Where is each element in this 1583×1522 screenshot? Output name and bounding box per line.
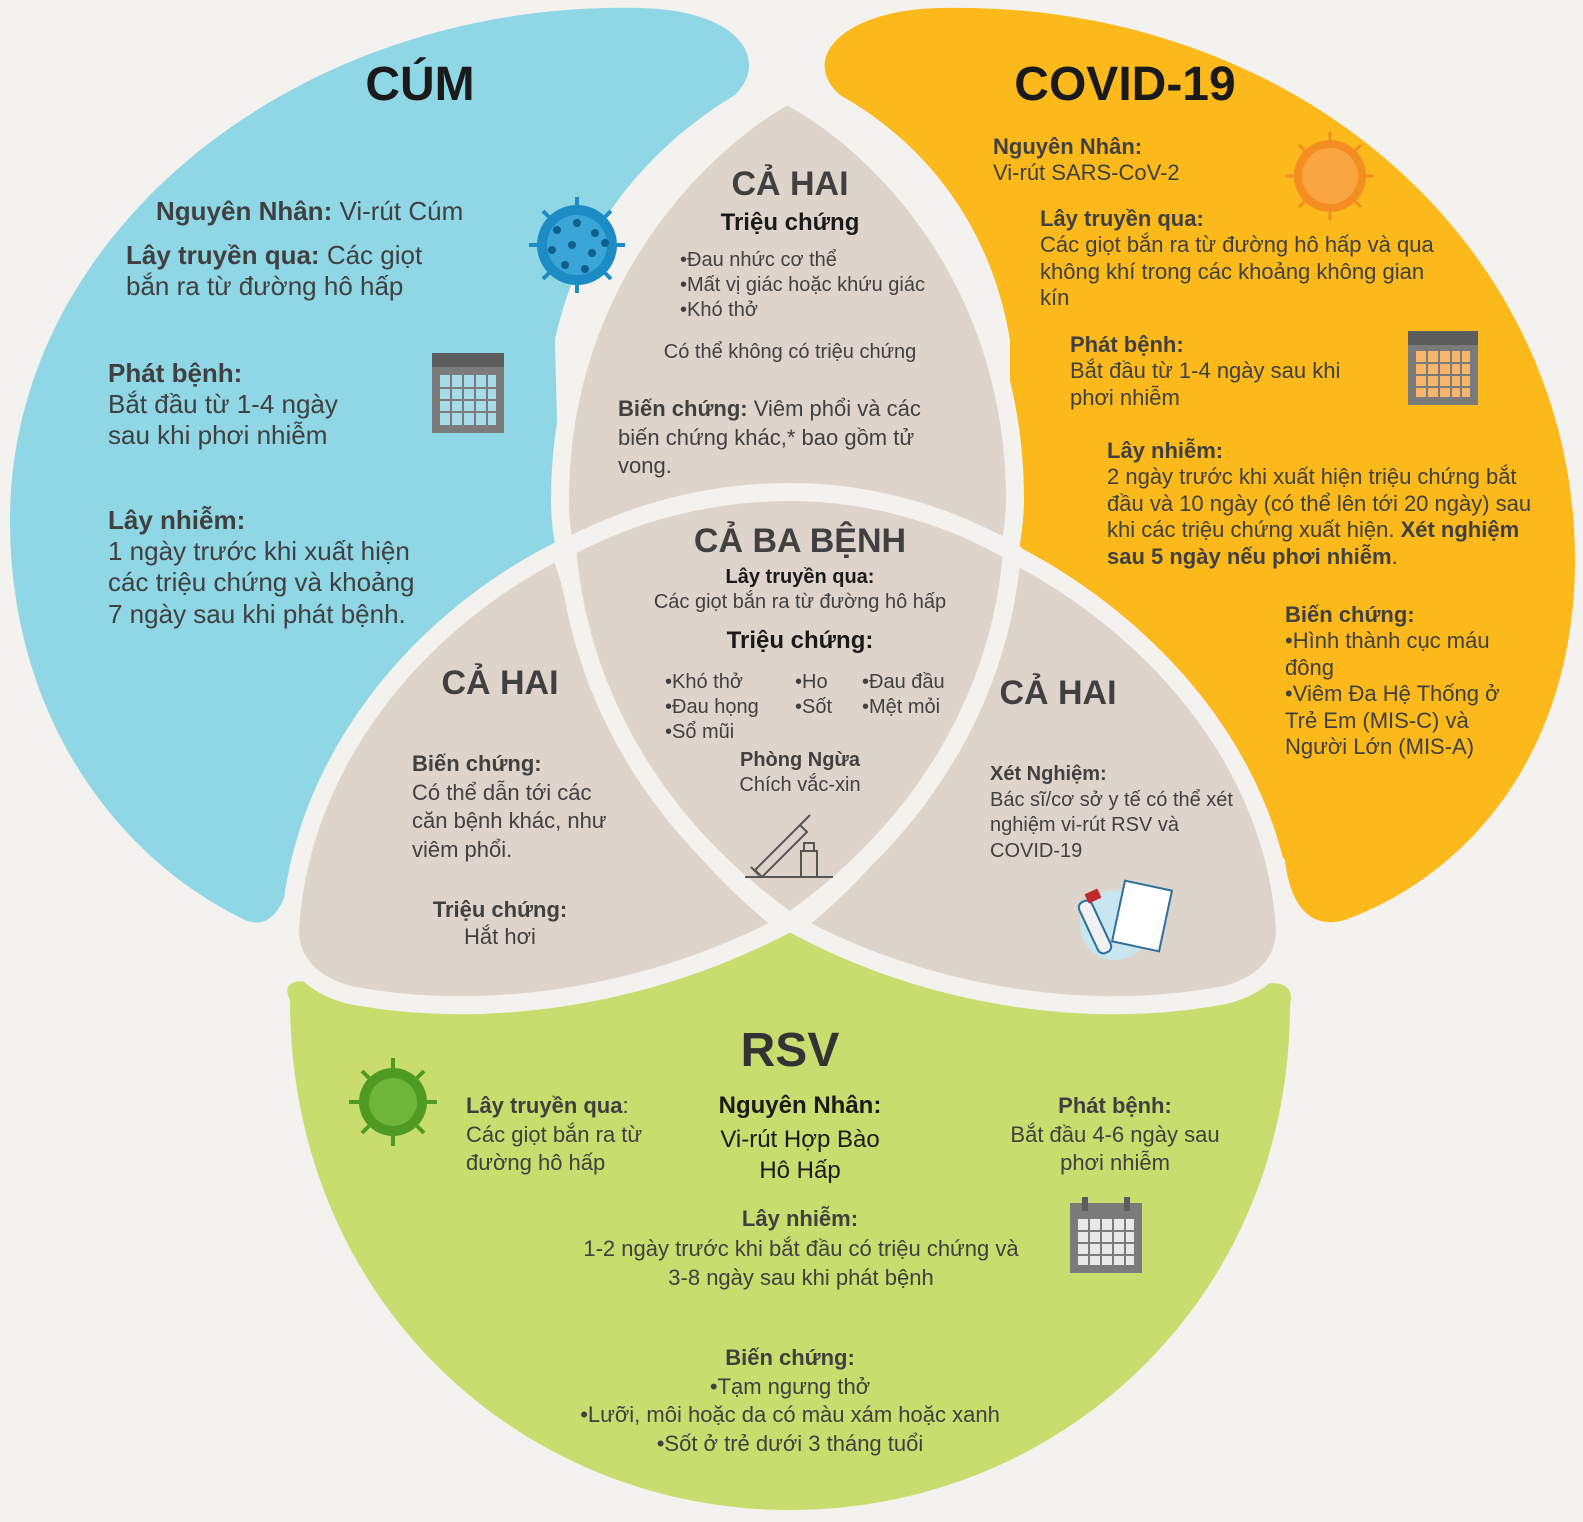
flu-rsv-complications-label: Biến chứng: (412, 751, 542, 776)
virus-icon (529, 197, 625, 293)
flu-transmission-value: Các giọt bắn ra từ đường hô hấp (126, 240, 423, 302)
flu-rsv-title: CẢ HAI (441, 664, 559, 702)
flu-contagious-label: Lây nhiễm: (108, 505, 246, 535)
flu-transmission-label: Lây truyền qua: (126, 240, 320, 270)
all-three-symptom-col1: •Khó thở •Đau họng •Sổ mũi (665, 670, 795, 745)
rsv-complication-item: •Tạm ngưng thở (709, 1373, 871, 1399)
flu-covid-complications-label: Biến chứng: (618, 396, 748, 421)
covid-complications: Biến chứng: •Hình thành cục máu đông •Vi… (1285, 602, 1505, 760)
virus-icon (1286, 132, 1374, 220)
rsv-cause-label: Nguyên Nhân: (718, 1092, 882, 1119)
rsv-onset: Phát bệnh: Bắt đầu 4-6 ngày sau phơi nhiễ… (990, 1092, 1240, 1178)
covid-complication-item: •Hình thành cục máu đông (1285, 628, 1490, 680)
rsv-region (287, 930, 1291, 1510)
rsv-complication-item: •Lưỡi, môi hoặc da có màu xám hoặc xanh (580, 1402, 1000, 1428)
rsv-title: RSV (740, 1024, 840, 1077)
rsv-complications: Biến chứng: •Tạm ngưng thở •Lưỡi, môi ho… (540, 1344, 1040, 1458)
flu-rsv-complications-value: Có thể dẫn tới các căn bệnh khác, như vi… (412, 779, 607, 862)
covid-complication-item: •Viêm Đa Hệ Thống ở Trẻ Em (MIS-C) và Ng… (1285, 681, 1500, 759)
all-three-symptom-col3: •Đau đầu •Mệt mỏi (862, 670, 972, 720)
flu-cause-label: Nguyên Nhân: (156, 196, 333, 226)
all-three-symptom: •Sốt (795, 696, 833, 718)
covid-contagious-end: . (1391, 543, 1398, 569)
syringe-vial-icon (745, 814, 833, 879)
flu-contagious-value: 1 ngày trước khi xuất hiện các triệu chứ… (108, 536, 415, 629)
all-three-symptom: •Đau họng (665, 696, 759, 718)
flu-covid-title: CẢ HAI (731, 165, 849, 203)
flu-covid-note: Có thể không có triệu chứng (663, 341, 917, 363)
flu-rsv-symptoms-label: Triệu chứng: (432, 897, 568, 922)
covid-contagious-value: 2 ngày trước khi xuất hiện triệu chứng b… (1107, 464, 1532, 543)
calendar-icon (432, 353, 504, 433)
flu-cause-value: Vi-rút Cúm (332, 196, 464, 226)
flu-covid-symptom-list: •Đau nhức cơ thể •Mất vị giác hoặc khứu … (680, 248, 1000, 323)
flu-covid-complications: Biến chứng: Viêm phổi và các biến chứng … (618, 395, 963, 481)
rsv-complication-item: •Sốt ở trẻ dưới 3 tháng tuổi (656, 1430, 924, 1456)
flu-contagious: Lây nhiễm:1 ngày trước khi xuất hiện các… (108, 505, 423, 630)
all-three-symptom: •Đau đầu (862, 671, 945, 693)
all-three-transmission-label: Lây truyền qua: (725, 566, 875, 588)
covid-contagious: Lây nhiễm:2 ngày trước khi xuất hiện tri… (1107, 438, 1537, 570)
all-three-symptom: •Mệt mỏi (862, 696, 941, 718)
flu-onset-value: Bắt đầu từ 1-4 ngày sau khi phơi nhiễm (108, 389, 338, 451)
covid-onset-label: Phát bệnh: (1070, 332, 1184, 357)
covid-region (824, 7, 1575, 923)
all-three-overlap (557, 482, 1022, 934)
flu-cause: Nguyên Nhân: Vi-rút Cúm (156, 196, 516, 227)
flu-rsv-complications: Biến chứng: Có thể dẫn tới các căn bệnh k… (412, 750, 632, 864)
all-three-title: CẢ BA BỆNH (693, 522, 907, 560)
covid-transmission-value: Các giọt bắn ra từ đường hô hấp và qua k… (1040, 232, 1434, 311)
virus-icon (349, 1058, 437, 1146)
rsv-transmission-colon: : (622, 1093, 629, 1118)
covid-rsv-testing-label: Xét Nghiệm: (990, 763, 1107, 785)
all-three-prevention-value: Chích vắc-xin (739, 774, 861, 796)
rsv-transmission-label: Lây truyền qua (466, 1093, 623, 1118)
covid-rsv-testing-value: Bác sĩ/cơ sở y tế có thể xét nghiệm vi-r… (990, 788, 1233, 862)
covid-contagious-bold: Xét nghiệm sau 5 ngày nếu phơi nhiễm (1107, 517, 1520, 569)
covid-cause: Nguyên Nhân:Vi-rút SARS-CoV-2 (993, 134, 1253, 187)
rsv-onset-label: Phát bệnh: (1058, 1093, 1172, 1118)
rsv-contagious-label: Lây nhiễm: (741, 1206, 859, 1231)
all-three-prevention-label: Phòng Ngừa (739, 749, 861, 771)
covid-onset-value: Bắt đầu từ 1-4 ngày sau khi phơi nhiễm (1070, 358, 1341, 410)
test-tube-report-icon (1077, 879, 1174, 960)
covid-cause-value: Vi-rút SARS-CoV-2 (993, 160, 1180, 186)
covid-contagious-label: Lây nhiễm: (1107, 438, 1224, 463)
covid-cause-label: Nguyên Nhân: (993, 134, 1143, 159)
flu-onset: Phát bệnh:Bắt đầu từ 1-4 ngày sau khi ph… (108, 358, 358, 452)
flu-onset-label: Phát bệnh: (108, 358, 243, 388)
rsv-transmission: Lây truyền qua: Các giọt bắn ra từ đường … (466, 1092, 676, 1178)
calendar-icon (1408, 331, 1478, 405)
flu-covid-complications-value: Viêm phổi và các biến chứng khác,* bao g… (618, 396, 921, 479)
rsv-onset-value: Bắt đầu 4-6 ngày sau phơi nhiễm (1010, 1121, 1220, 1176)
covid-rsv-testing: Xét Nghiệm: Bác sĩ/cơ sở y tế có thể xét … (990, 762, 1240, 864)
all-three-symptom: •Sổ mũi (665, 721, 735, 743)
all-three-transmission-value: Các giọt bắn ra từ đường hô hấp (653, 591, 947, 613)
flu-title: CÚM (365, 58, 475, 111)
flu-covid-symptom: •Khó thở (680, 299, 758, 321)
covid-rsv-title: CẢ HAI (999, 674, 1117, 712)
covid-transmission: Lây truyền qua:Các giọt bắn ra từ đường … (1040, 206, 1440, 312)
covid-onset: Phát bệnh:Bắt đầu từ 1-4 ngày sau khi ph… (1070, 332, 1390, 411)
covid-transmission-label: Lây truyền qua: (1040, 206, 1204, 231)
rsv-complications-label: Biến chứng: (725, 1345, 855, 1370)
calendar-icon (1070, 1197, 1142, 1273)
flu-transmission: Lây truyền qua: Các giọt bắn ra từ đường… (126, 240, 446, 302)
covid-title: COVID-19 (1014, 58, 1236, 111)
flu-covid-symptom: •Mất vị giác hoặc khứu giác (680, 274, 925, 296)
rsv-transmission-value: Các giọt bắn ra từ đường hô hấp (466, 1121, 643, 1176)
all-three-symptom: •Khó thở (665, 671, 743, 693)
rsv-cause-value: Vi-rút Hợp Bào Hô Hấp (720, 1126, 880, 1185)
flu-covid-symptom: •Đau nhức cơ thể (680, 249, 837, 271)
all-three-symptoms-label: Triệu chứng: (726, 627, 874, 654)
all-three-symptom: •Ho (795, 671, 828, 693)
rsv-contagious-value: 1-2 ngày trước khi bắt đầu có triệu chứn… (583, 1236, 1019, 1290)
covid-complications-label: Biến chứng: (1285, 602, 1415, 627)
flu-rsv-symptoms-value: Hắt hơi (464, 924, 536, 949)
all-three-symptom-col2: •Ho •Sốt (795, 670, 865, 720)
flu-covid-symptoms-label: Triệu chứng (720, 209, 860, 236)
